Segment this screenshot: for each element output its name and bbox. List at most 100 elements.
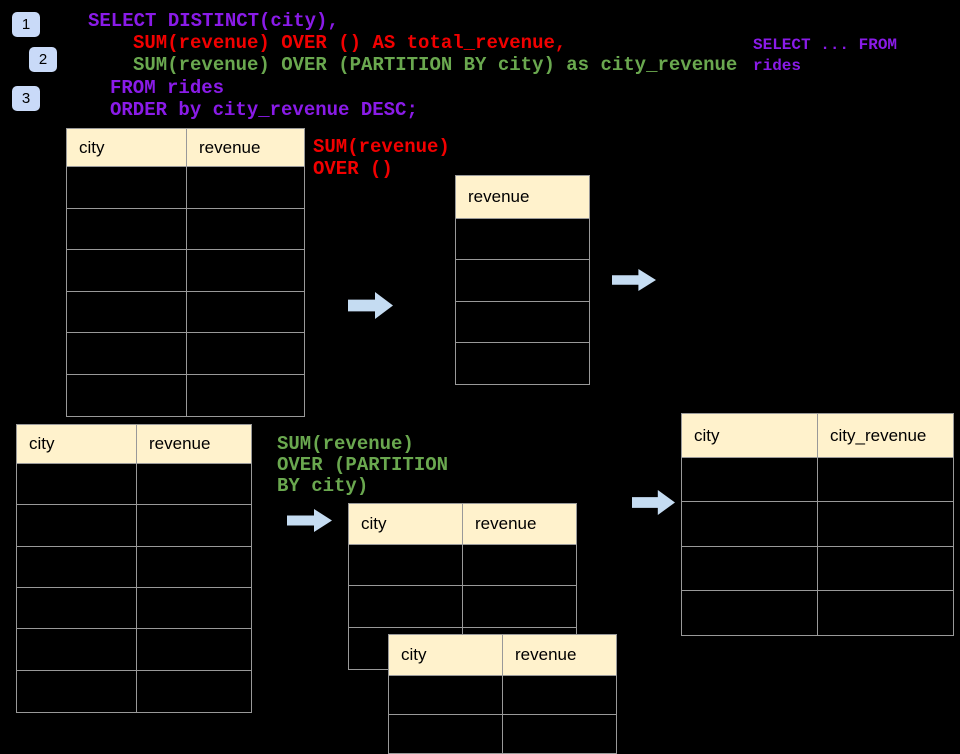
- revenue-column-table: revenue: [455, 175, 590, 385]
- table-row: [17, 546, 251, 589]
- table-body: [456, 219, 589, 384]
- table-row: [67, 374, 304, 416]
- column-header-city: city: [682, 414, 818, 457]
- table-row: [349, 545, 576, 587]
- table-row: [67, 208, 304, 250]
- step-badge-3: 3: [12, 86, 40, 111]
- table-cell-empty: [682, 546, 818, 590]
- step-badge-2: 2: [29, 47, 57, 72]
- slide-canvas: { "colors": { "background": "#000000", "…: [12, 10, 954, 754]
- table-row: [67, 333, 304, 375]
- table-cell-empty: [17, 629, 137, 670]
- partition-note-line2: OVER (PARTITION: [277, 454, 449, 476]
- table-cell-empty: [67, 374, 187, 416]
- table-body: [389, 676, 616, 753]
- table-cell-empty: [456, 260, 589, 300]
- table-cell-empty: [187, 250, 304, 291]
- table-body: [67, 167, 304, 416]
- column-header-revenue: revenue: [468, 187, 530, 206]
- table-row: [682, 546, 953, 591]
- table-cell-empty: [503, 715, 616, 754]
- table-header-row: revenue: [456, 176, 589, 219]
- table-header-row: city city_revenue: [682, 414, 953, 458]
- table-row: [682, 458, 953, 503]
- table-cell-empty: [137, 588, 251, 628]
- column-header-city-revenue: city_revenue: [830, 425, 927, 445]
- table-cell-empty: [137, 505, 251, 545]
- table-row: [456, 260, 589, 302]
- table-row: [456, 343, 589, 384]
- flow-arrow-icon: [612, 269, 656, 291]
- column-header-revenue: revenue: [149, 434, 211, 453]
- table-row: [17, 588, 251, 630]
- table-row: [17, 629, 251, 671]
- table-cell-empty: [17, 464, 137, 505]
- partition-note-line3: BY city): [277, 475, 369, 497]
- partition-table-overlap: city revenue: [388, 634, 617, 754]
- table-row: [389, 714, 616, 754]
- sql-line-total-revenue: SUM(revenue) OVER () AS total_revenue,: [133, 32, 567, 54]
- table-cell-empty: [389, 714, 503, 753]
- column-header-revenue: revenue: [199, 137, 261, 157]
- table-row: [67, 167, 304, 209]
- table-cell-empty: [456, 219, 589, 259]
- column-header-city: city: [17, 425, 137, 463]
- table-cell-empty: [349, 586, 463, 627]
- partition-table-mid: city revenue: [348, 503, 577, 671]
- table-body: [17, 464, 251, 713]
- flow-arrow-icon: [632, 490, 675, 515]
- table-row: [456, 219, 589, 261]
- table-cell-empty: [463, 545, 576, 585]
- sql-line-from: FROM rides: [110, 77, 225, 99]
- table-cell-empty: [503, 676, 616, 714]
- table-cell-empty: [17, 505, 137, 546]
- table-cell-empty: [137, 629, 251, 669]
- table-cell-empty: [682, 590, 818, 636]
- side-note-select-from: SELECT ... FROM: [753, 36, 898, 54]
- table-cell-empty: [67, 250, 187, 291]
- table-row: [17, 670, 251, 713]
- side-note-rides: rides: [753, 57, 802, 75]
- table-cell-empty: [17, 588, 137, 629]
- table-cell-empty: [187, 333, 304, 374]
- step-badge-1: 1: [12, 12, 40, 37]
- table-header-row: city revenue: [17, 425, 251, 464]
- table-header-row: city revenue: [349, 504, 576, 545]
- table-cell-empty: [818, 502, 953, 545]
- column-header-revenue: revenue: [475, 514, 537, 533]
- column-header-revenue: revenue: [515, 645, 577, 664]
- table-cell-empty: [187, 292, 304, 333]
- column-header-city: city: [67, 129, 187, 166]
- table-cell-empty: [818, 458, 953, 501]
- table-cell-empty: [17, 546, 137, 588]
- table-row: [682, 590, 953, 636]
- column-header-city: city: [389, 635, 503, 675]
- table-cell-empty: [137, 671, 251, 712]
- flow-arrow-icon: [287, 509, 332, 532]
- table-cell-empty: [17, 670, 137, 713]
- table-row: [349, 586, 576, 628]
- table-cell-empty: [187, 167, 304, 208]
- table-cell-empty: [456, 343, 589, 384]
- table-row: [17, 464, 251, 506]
- flow-arrow-icon: [348, 292, 393, 319]
- table-row: [389, 676, 616, 715]
- result-table-right: city city_revenue: [681, 413, 954, 637]
- table-row: [17, 505, 251, 547]
- table-cell-empty: [389, 676, 503, 714]
- source-table-top: city revenue: [66, 128, 305, 417]
- table-header-row: city revenue: [67, 129, 304, 167]
- table-cell-empty: [137, 464, 251, 504]
- table-row: [67, 250, 304, 292]
- table-cell-empty: [67, 167, 187, 208]
- table-cell-empty: [463, 586, 576, 626]
- table-cell-empty: [682, 458, 818, 502]
- table-cell-empty: [682, 502, 818, 546]
- table-cell-empty: [456, 302, 589, 342]
- table-cell-empty: [137, 547, 251, 587]
- sql-line-partition: SUM(revenue) OVER (PARTITION BY city) as…: [133, 54, 738, 76]
- table-cell-empty: [818, 591, 953, 635]
- table-cell-empty: [818, 547, 953, 590]
- column-header-city: city: [349, 504, 463, 544]
- table-cell-empty: [67, 333, 187, 374]
